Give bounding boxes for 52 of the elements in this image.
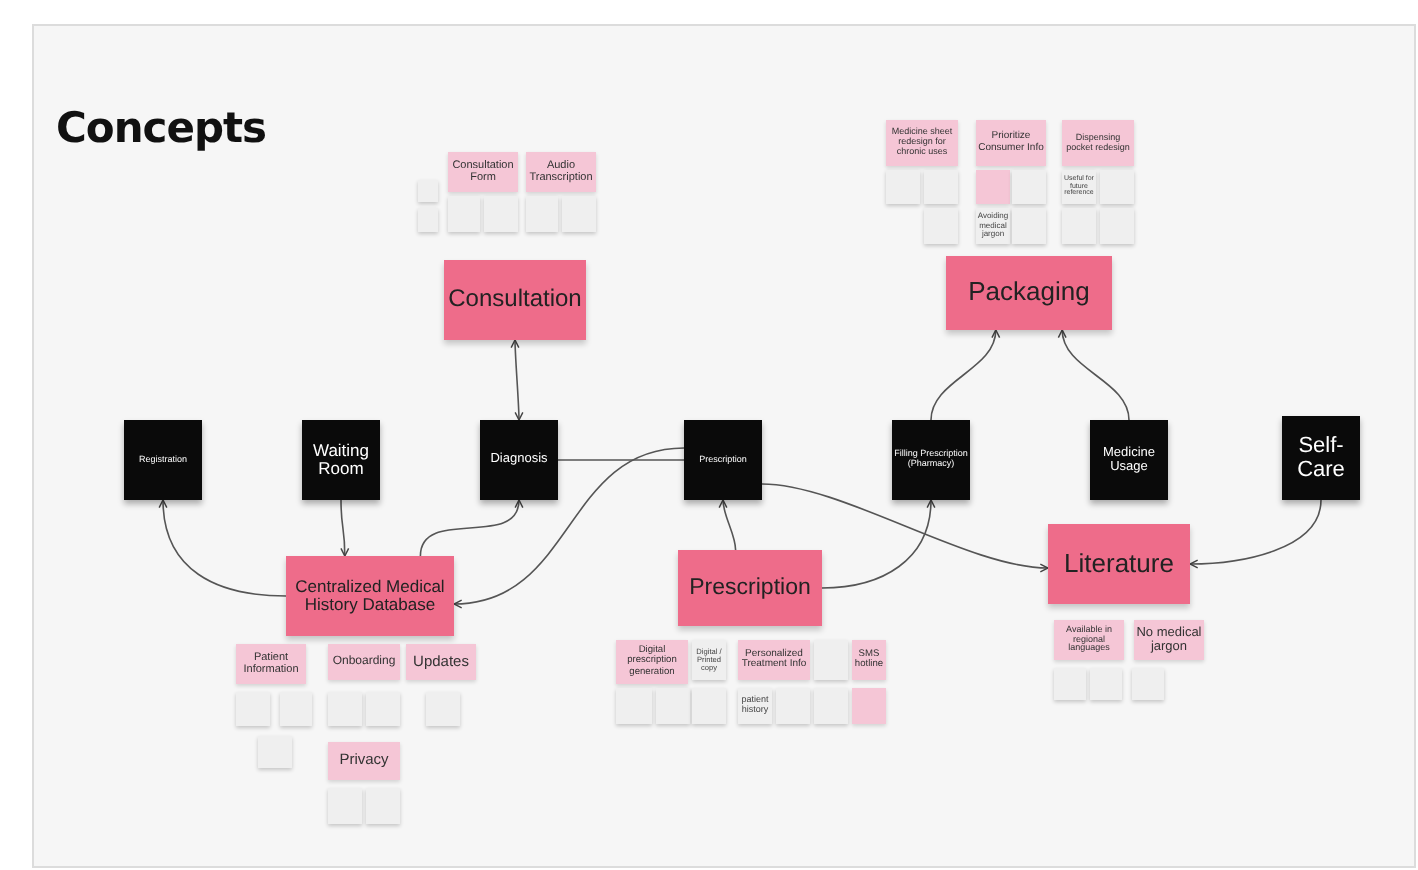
sticky-note <box>1100 170 1134 204</box>
title: Concepts <box>56 104 267 152</box>
connector-arrow <box>419 499 523 557</box>
sticky-note <box>924 208 958 244</box>
connector-arrow <box>718 499 737 551</box>
connector-arrow <box>453 447 685 608</box>
sticky-note <box>924 170 958 204</box>
sticky-note <box>656 688 690 724</box>
connector-arrow <box>158 499 287 597</box>
sticky-note <box>776 688 810 724</box>
sticky-note: Packaging <box>946 256 1112 330</box>
sticky-note <box>426 692 460 726</box>
sticky-note <box>814 688 848 724</box>
sticky-note <box>562 196 596 232</box>
sticky-note <box>484 196 518 232</box>
connector-arrow <box>1189 499 1322 569</box>
sticky-note <box>814 640 848 680</box>
sticky-note: Centralized Medical History Database <box>286 556 454 636</box>
connector-arrow <box>761 483 1049 572</box>
sticky-note <box>448 196 480 232</box>
sticky-note <box>526 196 558 232</box>
sticky-note <box>1132 668 1164 700</box>
stage-sticky-note: Waiting Room <box>302 420 380 500</box>
sticky-note <box>1100 208 1134 244</box>
sticky-note <box>692 688 726 724</box>
connector-arrow <box>1058 329 1130 421</box>
sticky-note <box>418 180 438 202</box>
sticky-note <box>852 688 886 724</box>
sticky-note <box>258 736 292 768</box>
connector-arrow <box>930 329 1000 421</box>
sticky-note: Prescription <box>678 550 822 626</box>
sticky-note <box>1054 668 1086 700</box>
sticky-note <box>976 170 1010 204</box>
sticky-note <box>1090 668 1122 700</box>
sticky-note <box>366 692 400 726</box>
sticky-note <box>616 688 652 724</box>
connector-arrow <box>340 499 350 557</box>
sticky-note <box>280 692 312 726</box>
sticky-note: Consultation <box>444 260 586 340</box>
sticky-note <box>418 208 438 232</box>
sticky-note <box>886 170 920 204</box>
sticky-note: Literature <box>1048 524 1190 604</box>
sticky-note <box>1062 208 1096 244</box>
sticky-note <box>1012 208 1046 244</box>
sticky-note <box>236 692 270 726</box>
sticky-note <box>328 692 362 726</box>
sticky-note <box>328 788 362 824</box>
connector-arrow <box>821 499 935 589</box>
stage-sticky-note: Self-Care <box>1282 416 1360 500</box>
sticky-note <box>1012 170 1046 204</box>
connector-arrow <box>510 339 524 421</box>
sticky-note <box>366 788 400 824</box>
